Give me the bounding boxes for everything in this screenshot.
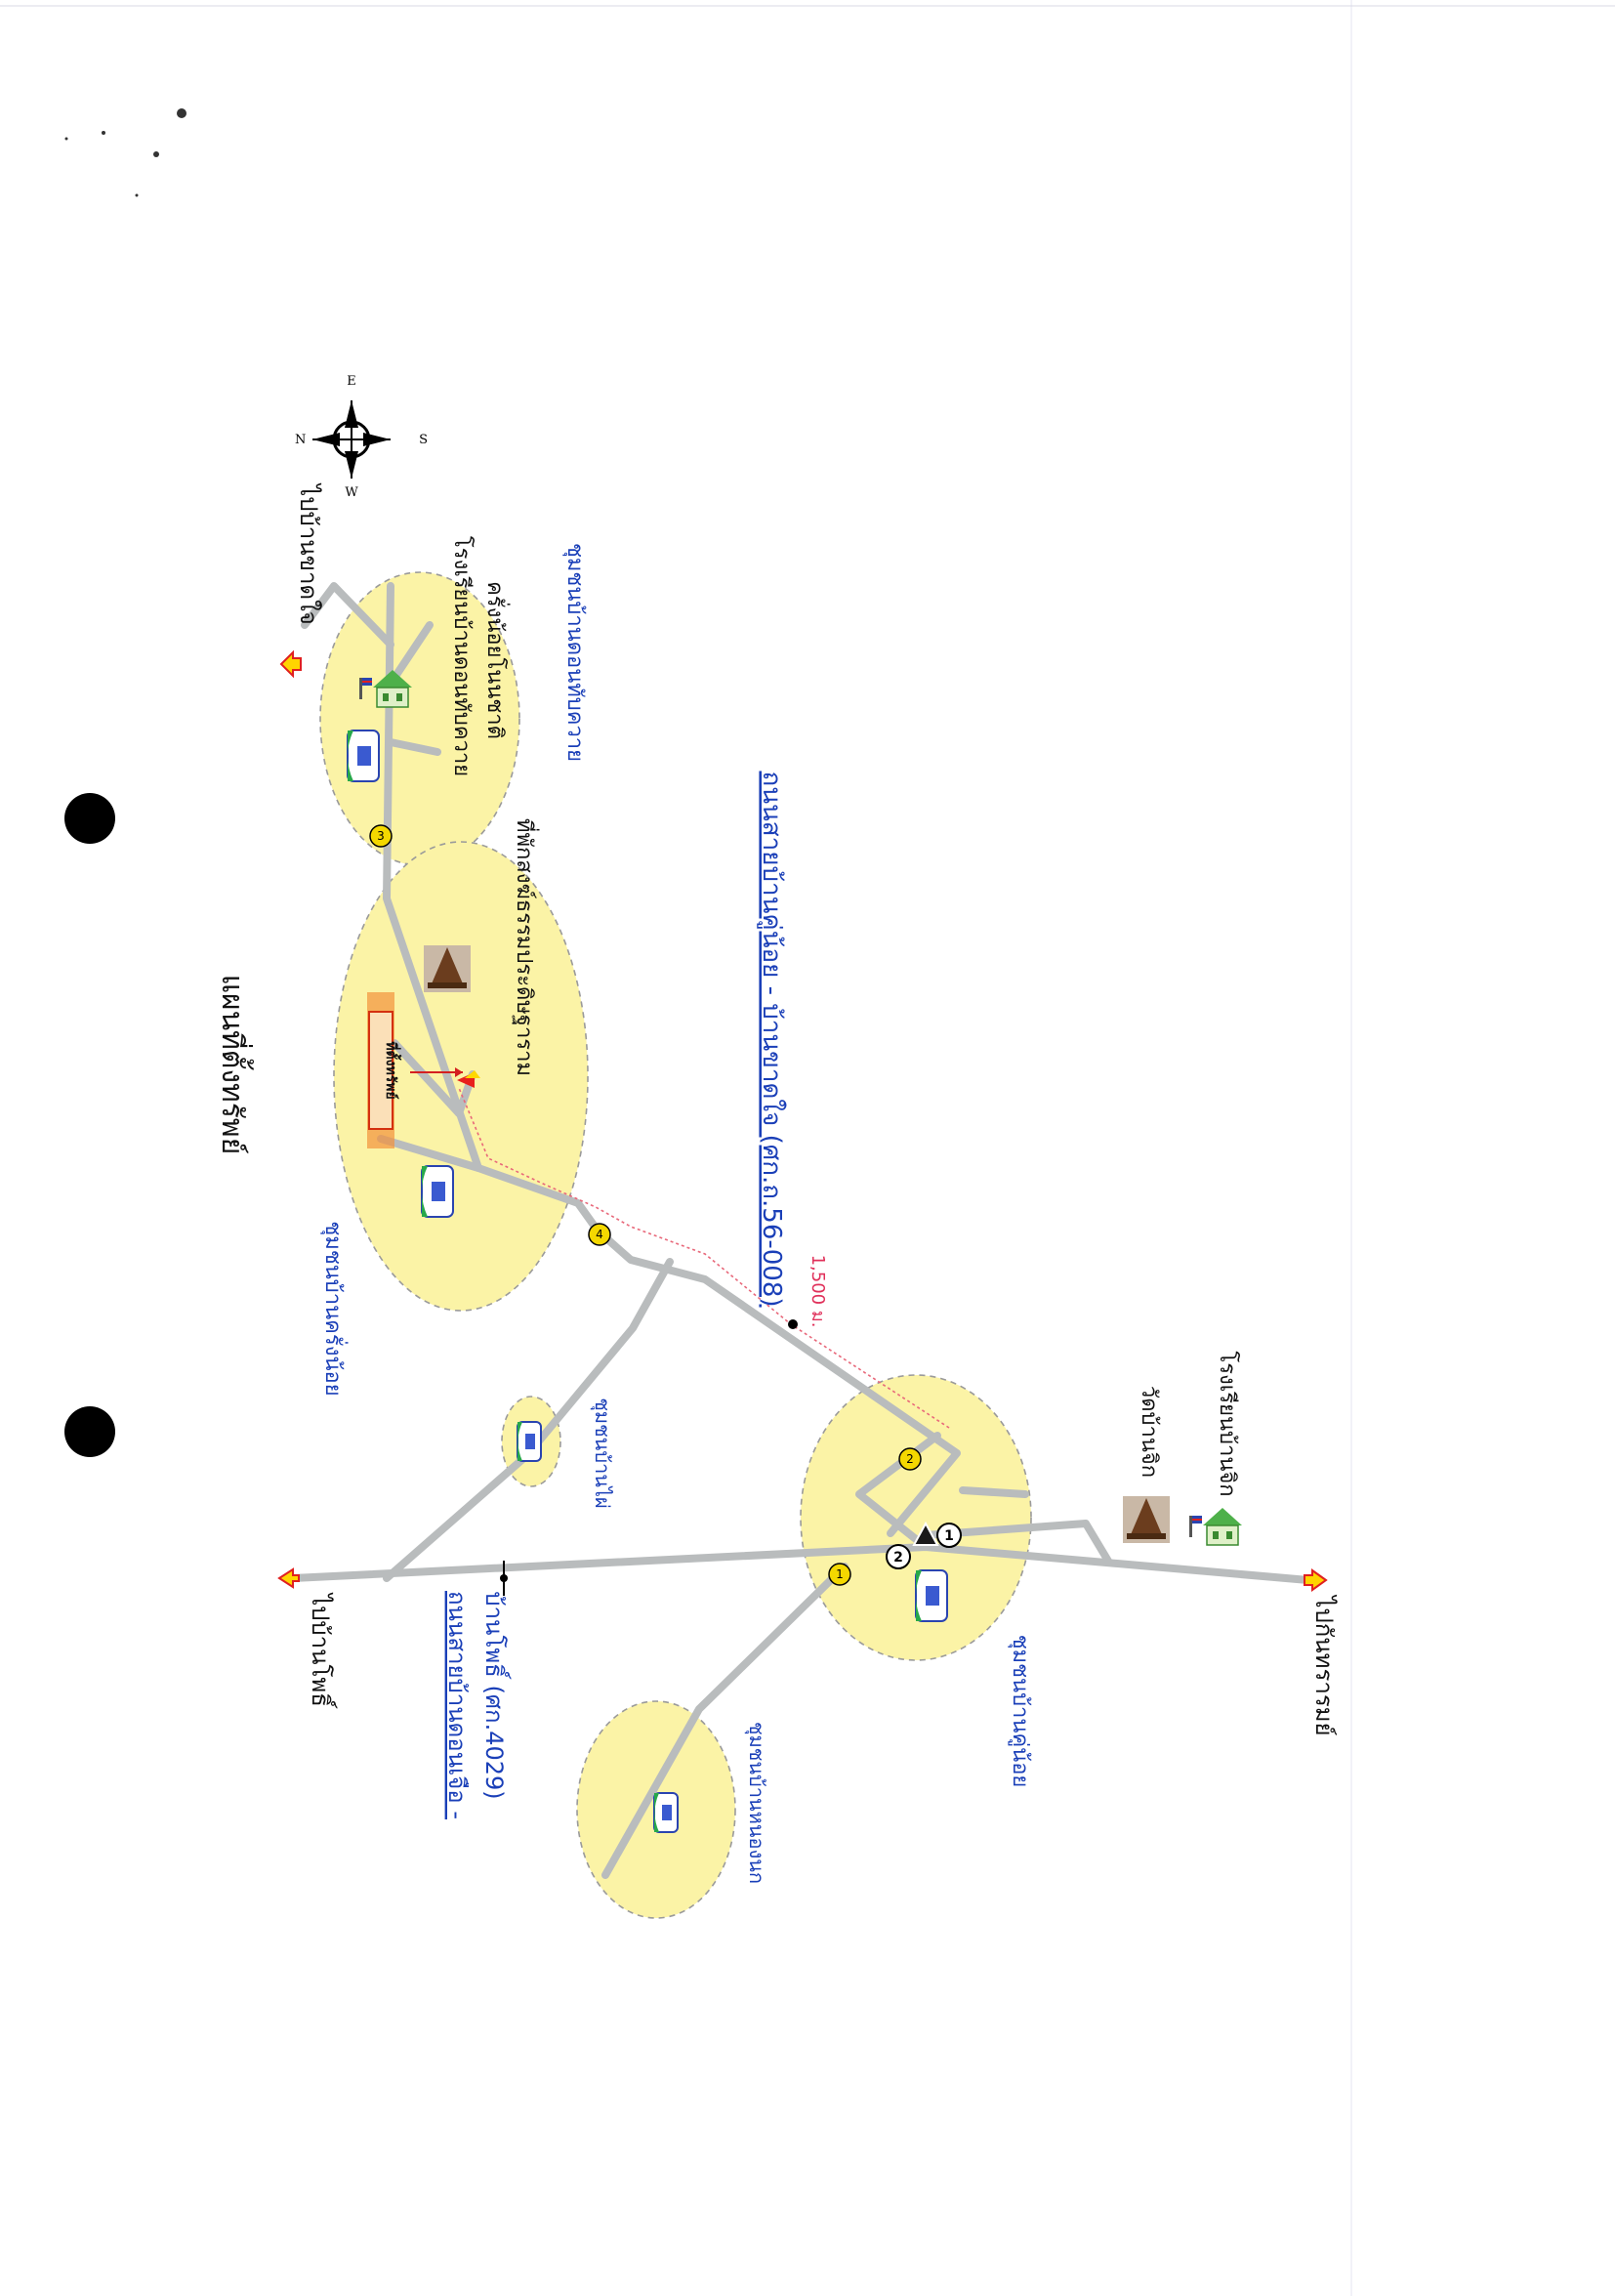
marker-2-white: 2 <box>886 1544 911 1569</box>
school-icon <box>359 670 412 708</box>
road-donjue-pho <box>289 1543 1312 1584</box>
to-ban-khatjai-arrow <box>279 649 302 679</box>
compass-s: S <box>419 433 428 447</box>
marker-2-yellow: 2 <box>898 1447 922 1471</box>
compass-w: W <box>345 485 358 500</box>
destination-kanthararom: ไปกันทรารมย์ <box>1310 1594 1338 1735</box>
svg-text:1: 1 <box>944 1528 954 1544</box>
svg-text:2: 2 <box>893 1550 903 1565</box>
svg-text:4: 4 <box>596 1228 603 1241</box>
monastery-label: ที่พักสงฆ์ธรรมประดิษฐาราม <box>512 818 540 1076</box>
house-icon <box>915 1569 948 1622</box>
school-icons <box>359 670 1242 1546</box>
property-pin-triangle <box>912 1521 939 1546</box>
community-khrung-noi: ชุมชนบ้านครั่งน้อย <box>320 1221 349 1396</box>
distance-label: 1,500 ม. <box>808 1255 828 1328</box>
compass-n: N <box>295 433 306 447</box>
community-areas <box>319 571 1032 1919</box>
road-label-donjue-pho-2: บ้านโพธิ์ (ศก.4029) <box>480 1591 512 1799</box>
house-icon <box>347 730 380 782</box>
road-label-kunoi-khatjai: ถนนสายบ้านคู่น้อย - บ้านขาดใจ (ศก.ถ.56-0… <box>757 771 786 1307</box>
community-ku-noi: ชุมชนบ้านคู่น้อย <box>1008 1635 1032 1788</box>
svg-text:2: 2 <box>906 1452 914 1466</box>
temple-icon <box>424 945 471 992</box>
property-label: ที่ตั้งทรัพย์ <box>383 1041 402 1099</box>
community-phai: ชุมชนบ้านไผ่ <box>590 1398 614 1508</box>
destination-ban-pho: ไปบ้านโพธิ์ <box>307 1592 338 1709</box>
to-ban-pho-arrow <box>277 1567 300 1589</box>
punch-holes <box>64 793 115 1457</box>
destination-ban-khatjai: ไปบ้านขาดใจ <box>295 482 322 625</box>
area-khrung-noi <box>333 841 589 1312</box>
compass-icon: N E S W <box>295 374 428 500</box>
area-ku-noi <box>800 1374 1032 1661</box>
school-don-thap-khwai-label-2: ครั่งน้อยโนนชาติ <box>482 581 511 739</box>
numbered-markers: 1 2 3 4 2 1 <box>369 824 962 1586</box>
marker-3-yellow: 3 <box>369 824 393 848</box>
school-ban-chik-label: โรงเรียนบ้านจิก <box>1215 1351 1240 1496</box>
scan-specks <box>64 108 186 197</box>
school-icon <box>1189 1508 1242 1546</box>
map-title: แผนที่ตั้งทรัพย์ <box>215 975 254 1155</box>
wat-ban-chik-label: วัดบ้านจิก <box>1137 1386 1161 1478</box>
to-kanthararom-arrow <box>1304 1568 1328 1592</box>
marker-1-yellow: 1 <box>828 1563 851 1586</box>
property-flag <box>457 1070 480 1088</box>
house-icons <box>347 730 948 1833</box>
svg-text:3: 3 <box>377 829 385 843</box>
house-icon <box>517 1421 542 1462</box>
svg-text:1: 1 <box>836 1567 844 1581</box>
school-don-thap-khwai-label-1: โรงเรียนบ้านดอนทับควาย <box>449 536 475 776</box>
community-don-thap-khwai: ชุมชนบ้านดอนทับควาย <box>562 543 587 762</box>
road-label-donjue-pho-1: ถนนสายบ้านดอนเจือ - <box>443 1591 471 1819</box>
distance-path <box>458 1087 950 1429</box>
house-icon <box>653 1792 679 1833</box>
marker-4-yellow: 4 <box>588 1223 611 1246</box>
marker-1-white: 1 <box>936 1523 962 1548</box>
temple-icons <box>424 945 1170 1543</box>
temple-icon <box>1123 1496 1170 1543</box>
compass-e: E <box>347 374 356 389</box>
property-box <box>367 992 463 1148</box>
house-icon <box>421 1165 454 1218</box>
community-nong-nok: ชุมชนบ้านหนองนก <box>744 1722 768 1884</box>
